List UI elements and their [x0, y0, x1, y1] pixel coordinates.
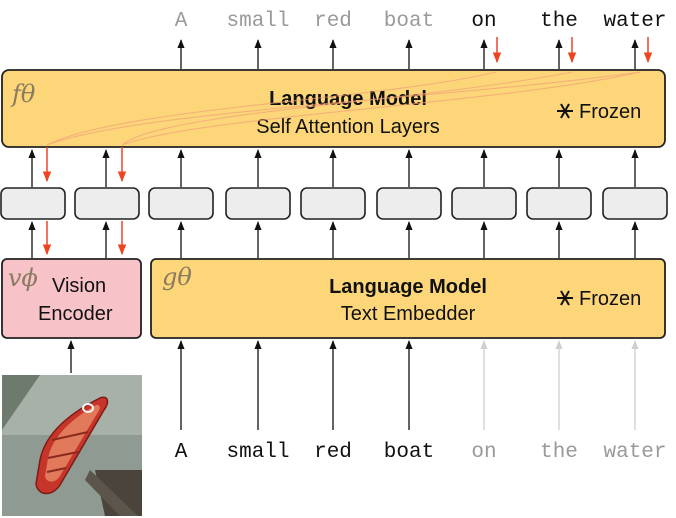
output-token: on [471, 10, 496, 33]
frozen-label: Frozen [579, 288, 641, 310]
input-token: small [226, 441, 289, 464]
gradient-arrows-top [492, 37, 653, 64]
output-token: water [603, 10, 666, 33]
g-theta-symbol: gθ [162, 263, 192, 291]
vision-encoder-block [1, 258, 142, 339]
embedding-box [148, 187, 214, 220]
embedding-box [451, 187, 517, 220]
input-arrows [177, 340, 639, 430]
attention-curves [46, 71, 641, 146]
embedding-box [74, 187, 140, 220]
embedding-box [0, 187, 66, 220]
text-embedder-block [150, 258, 666, 339]
embedding-box [225, 187, 291, 220]
text-embedder-subtitle: Text Embedder [341, 303, 476, 325]
output-token: red [314, 10, 352, 33]
vision-encoder-line2: Encoder [38, 303, 113, 325]
frozen-label: Frozen [579, 101, 641, 123]
self-attention-subtitle: Self Attention Layers [256, 116, 439, 138]
v-phi-symbol: vϕ [8, 264, 38, 292]
snowflake-icon [557, 290, 573, 306]
embedding-row [0, 187, 668, 220]
input-token: A [175, 441, 188, 464]
text-embedder-title: Language Model [329, 276, 487, 298]
snowflake-icon [557, 103, 573, 119]
input-token: boat [384, 441, 434, 464]
embedding-box [526, 187, 592, 220]
output-token: small [226, 10, 289, 33]
input-token: the [540, 441, 578, 464]
embedding-box [376, 187, 442, 220]
input-token: on [471, 441, 496, 464]
output-token: A [175, 10, 188, 33]
input-token: red [314, 441, 352, 464]
input-image-boat [2, 375, 142, 516]
input-token: water [603, 441, 666, 464]
encoder-to-embedding-arrows [28, 221, 639, 258]
vision-encoder-line1: Vision [52, 275, 106, 297]
f-theta-symbol: fθ [10, 80, 36, 108]
output-arrows [177, 39, 639, 69]
embedding-to-lm-arrows [28, 149, 639, 187]
gradient-arrows-visual-prefix [42, 147, 127, 183]
self-attention-title: Language Model [269, 88, 427, 110]
embedding-box [602, 187, 668, 220]
output-token: boat [384, 10, 434, 33]
output-token: the [540, 10, 578, 33]
embedding-box [300, 187, 366, 220]
